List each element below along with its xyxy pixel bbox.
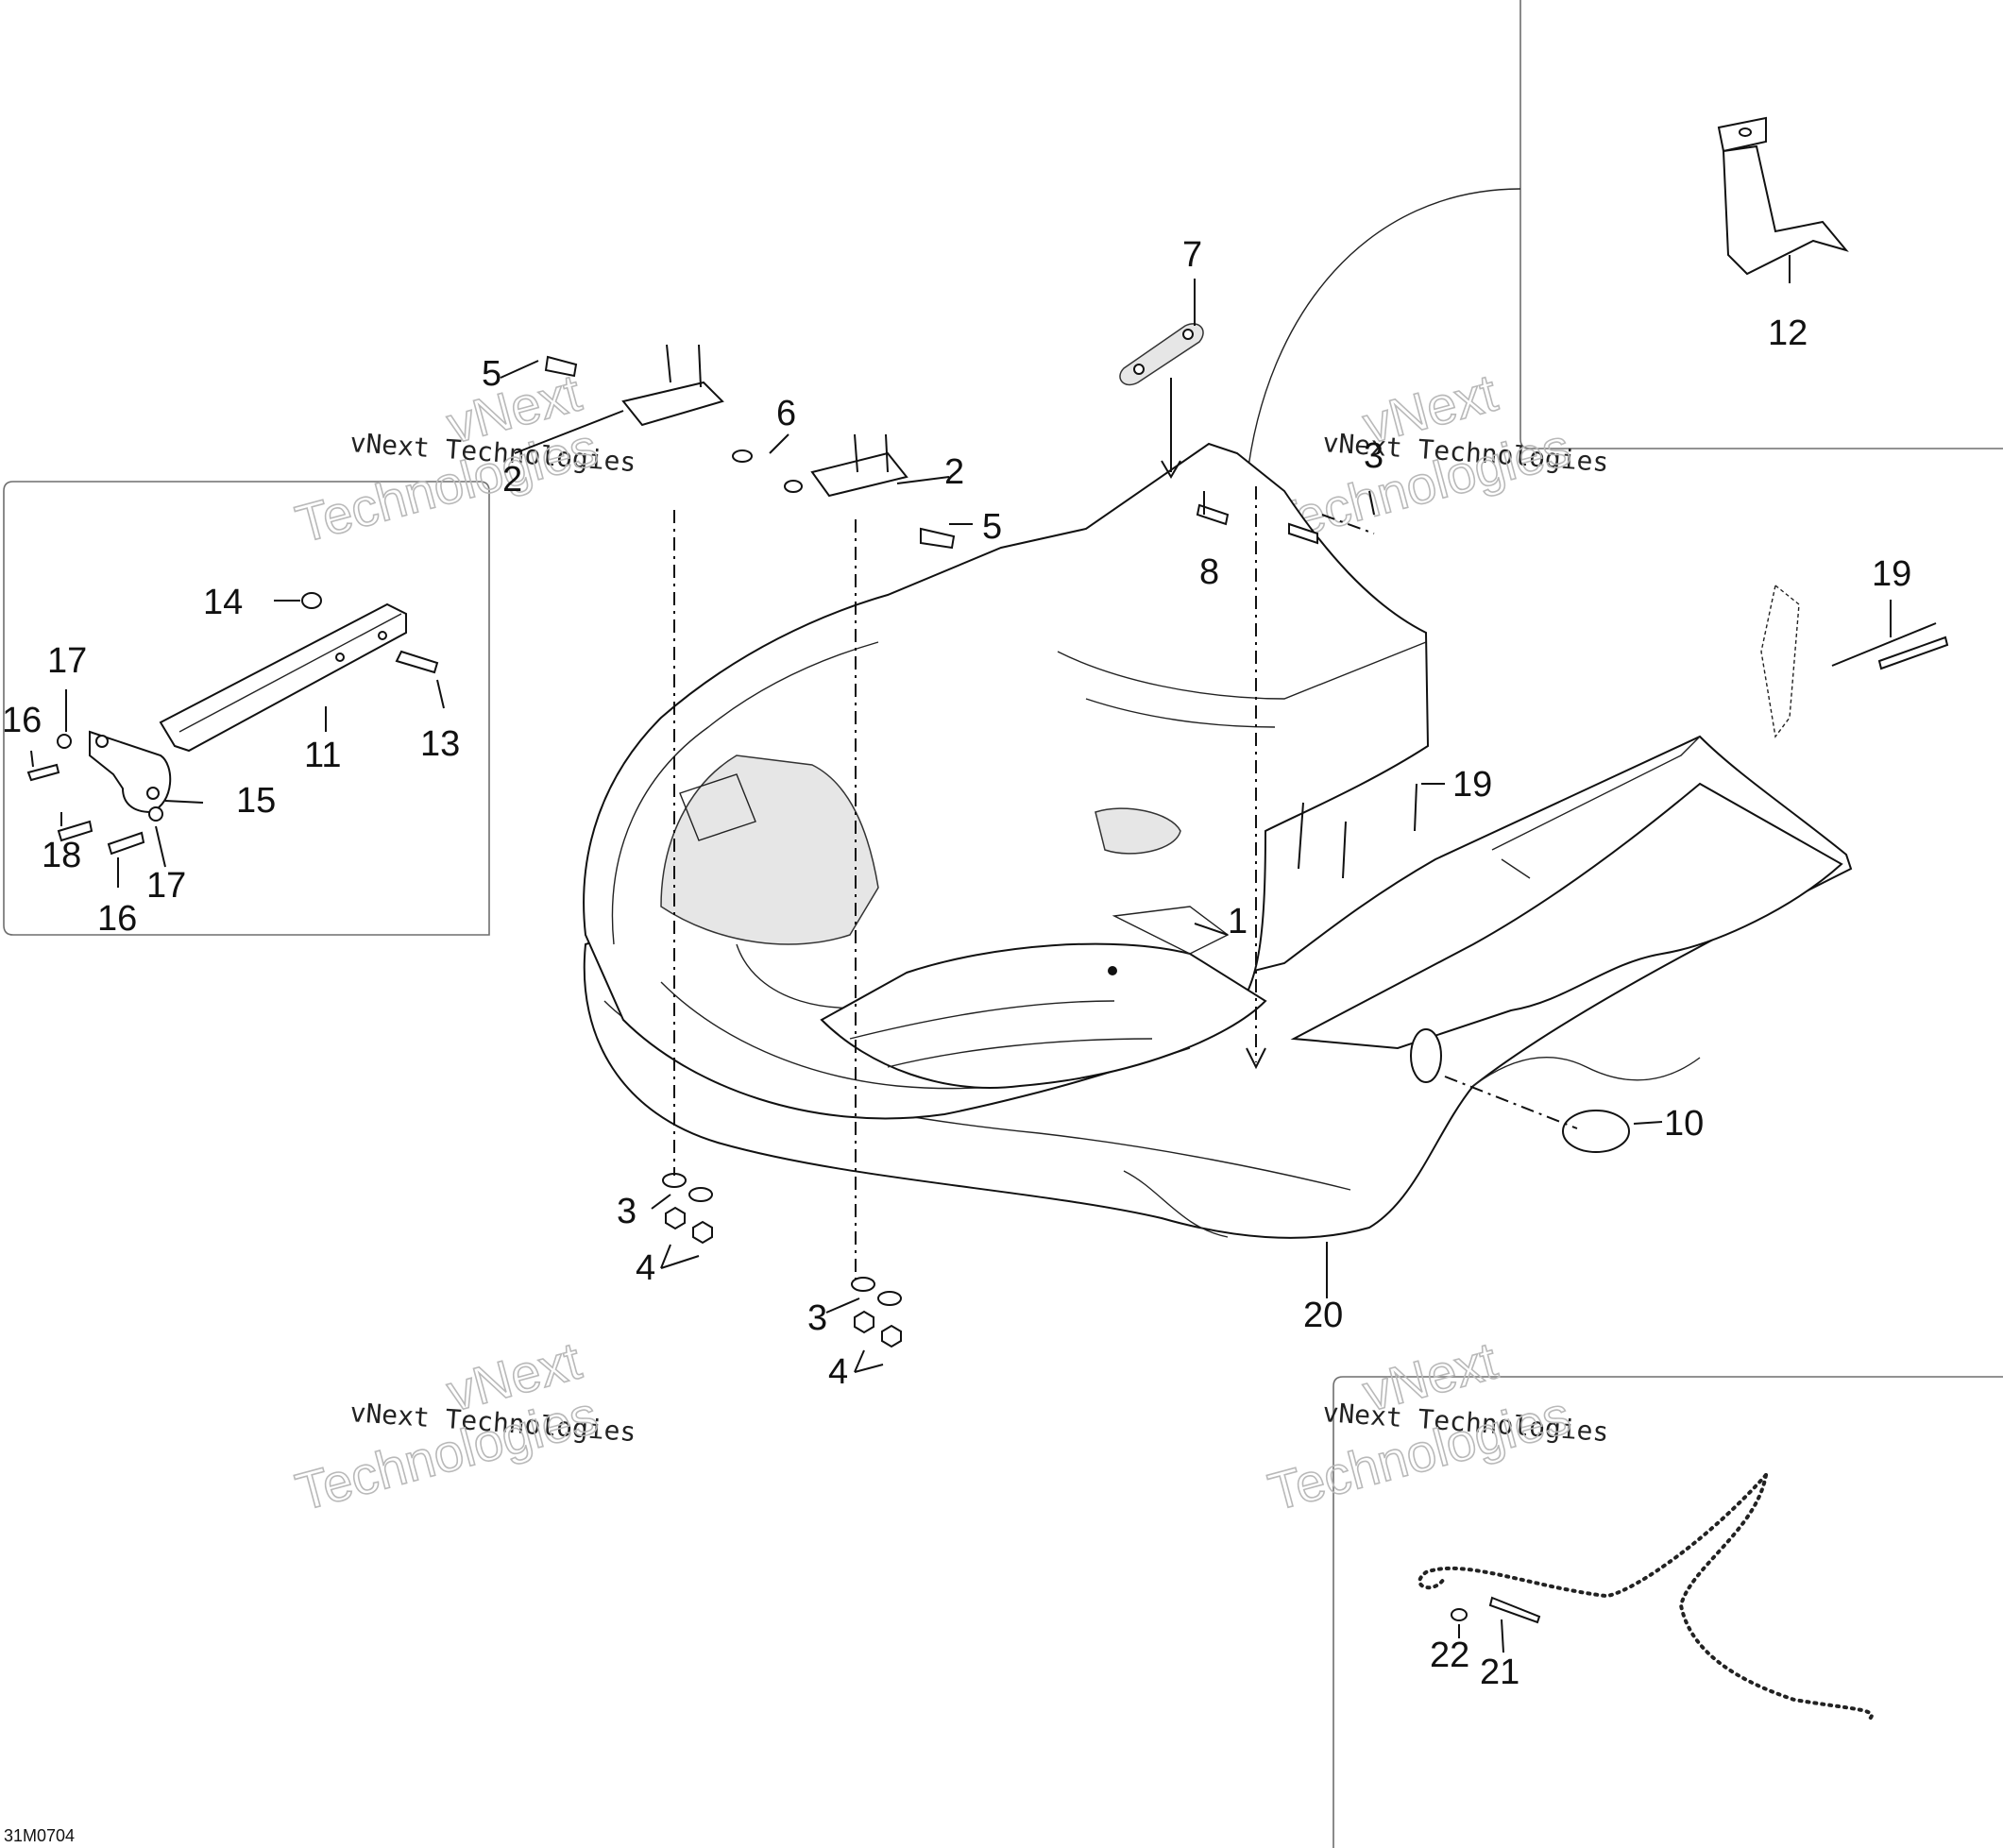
callout-10: 10 [1664, 1104, 1704, 1144]
callout-15: 15 [236, 781, 276, 821]
part-12-bracket [1717, 116, 1849, 276]
inset-box-top-right [1519, 0, 2003, 449]
inset-box-bottom-right [1333, 1376, 2003, 1848]
callout-5-left: 5 [482, 354, 501, 394]
rivets-and-plug [1196, 503, 1949, 1153]
watermark-top-left: vNext Technologies vNext Technologies [289, 362, 637, 555]
callout-labels: 1 2 2 3 3 3 4 4 5 5 6 7 8 10 11 12 13 14… [2, 235, 1911, 1692]
drawing-code: 31M0704 [4, 1826, 75, 1845]
callout-19-middle: 19 [1452, 765, 1492, 805]
callout-22: 22 [1430, 1636, 1469, 1675]
leader-lines [30, 255, 1937, 1653]
hinge-hardware-left [544, 344, 753, 463]
callout-2-left: 2 [502, 460, 522, 500]
part-15-plate [89, 730, 172, 814]
callout-16-bottom: 16 [97, 899, 137, 939]
callout-7: 7 [1182, 235, 1202, 275]
callout-17-top: 17 [47, 641, 87, 681]
callout-3-right: 3 [1364, 436, 1383, 476]
callout-3-left: 3 [617, 1192, 637, 1231]
callout-4-center: 4 [828, 1352, 848, 1392]
inset-connector-arc [1246, 188, 1521, 483]
callout-19-top: 19 [1872, 554, 1911, 594]
callout-16-top: 16 [2, 701, 42, 740]
lower-washers-nuts [662, 1173, 902, 1348]
callout-6: 6 [776, 394, 796, 433]
part-11-rail [159, 602, 407, 753]
wire-routing-detail [1417, 1473, 1874, 1721]
callout-8: 8 [1199, 552, 1219, 592]
callout-17-bottom: 17 [146, 866, 186, 906]
callout-3-center: 3 [807, 1298, 827, 1338]
watermark-top-right: vNext Technologies vNext Technologies [1262, 362, 1610, 555]
callout-12: 12 [1768, 314, 1808, 353]
watermark-bottom-left: vNext Technologies vNext Technologies [289, 1330, 637, 1523]
hinge-hardware-right [784, 433, 956, 550]
callout-11: 11 [304, 736, 341, 775]
callout-14: 14 [203, 583, 243, 622]
callout-20: 20 [1303, 1296, 1343, 1335]
callout-5-right: 5 [982, 507, 1002, 547]
watermark-bottom-right: vNext Technologies vNext Technologies [1262, 1330, 1610, 1523]
hull-body-drawing [583, 442, 1853, 1239]
callout-4-left: 4 [636, 1248, 655, 1288]
callout-1: 1 [1228, 902, 1248, 941]
callout-13: 13 [420, 724, 460, 764]
callout-21: 21 [1480, 1653, 1519, 1692]
fasteners-left-inset [26, 592, 439, 856]
part-7-grommet [1119, 323, 1204, 386]
callout-18: 18 [42, 836, 81, 875]
callout-2-right: 2 [944, 452, 964, 492]
inset-box-left [3, 481, 490, 936]
